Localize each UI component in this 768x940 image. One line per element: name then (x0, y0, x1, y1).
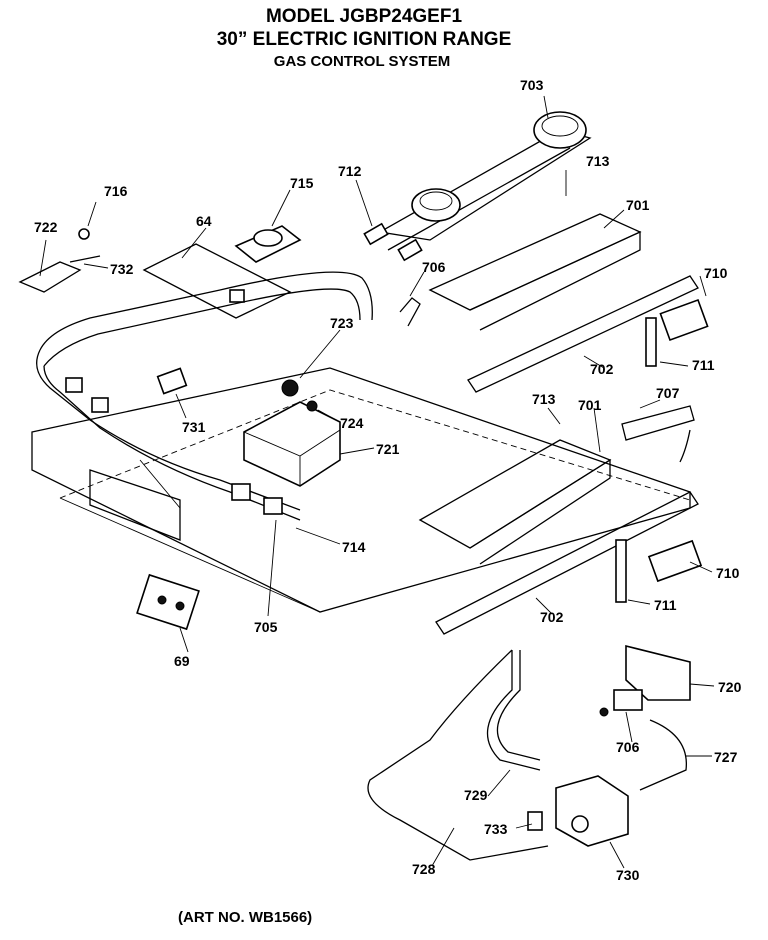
safety-valve-730 (555, 775, 629, 847)
burner-plates (418, 213, 642, 565)
callout-733: 733 (484, 821, 508, 837)
callout-731: 731 (182, 419, 206, 435)
callout-705: 705 (254, 619, 278, 635)
valve-64 (142, 243, 292, 319)
callout-labels: 703 713 716 715 712 701 722 64 732 706 7… (34, 77, 742, 883)
callout-711b: 711 (654, 597, 677, 613)
callout-714: 714 (342, 539, 366, 555)
callout-701a: 701 (626, 197, 650, 213)
switch-69 (136, 573, 200, 631)
callout-723: 723 (330, 315, 354, 331)
leader-lines (39, 95, 715, 869)
callout-710b: 710 (716, 565, 740, 581)
model-title: MODEL JGBP24GEF1 (265, 6, 463, 27)
box-721 (243, 401, 341, 487)
tube-729-728 (367, 649, 549, 861)
callout-712: 712 (338, 163, 362, 179)
electrode-707 (621, 405, 695, 463)
top-burner-assembly (363, 111, 592, 262)
callout-711a: 711 (692, 357, 715, 373)
manifold-pipe (36, 271, 373, 521)
callout-730: 730 (616, 867, 640, 883)
igniters (615, 298, 709, 603)
part-722-732 (18, 228, 101, 293)
callout-707: 707 (656, 385, 680, 401)
system-title: GAS CONTROL SYSTEM (273, 53, 451, 70)
callout-713a: 713 (586, 153, 610, 169)
tube-727 (639, 719, 687, 791)
callout-722: 722 (34, 219, 58, 235)
callout-703: 703 (520, 77, 544, 93)
callout-720: 720 (718, 679, 742, 695)
bracket-720 (625, 644, 691, 701)
callout-701b: 701 (578, 397, 602, 413)
callout-706a: 706 (422, 259, 446, 275)
valve-731 (156, 367, 188, 395)
art-number: (ART NO. WB1566) (178, 909, 313, 926)
callout-702a: 702 (590, 361, 614, 377)
callout-729: 729 (464, 787, 488, 803)
spring-723 (281, 379, 318, 412)
callout-732: 732 (110, 261, 134, 277)
callout-64: 64 (196, 213, 212, 229)
callout-728: 728 (412, 861, 436, 877)
callout-716: 716 (104, 183, 128, 199)
regulator-715 (234, 225, 302, 263)
callout-706b: 706 (616, 739, 640, 755)
callout-715: 715 (290, 175, 314, 191)
callout-710a: 710 (704, 265, 728, 281)
fitting-706-bottom (599, 689, 643, 717)
callout-721: 721 (376, 441, 400, 457)
callout-713b: 713 (532, 391, 556, 407)
callout-69: 69 (174, 653, 190, 669)
oven-burners (435, 275, 699, 635)
callout-724: 724 (340, 415, 364, 431)
callout-727: 727 (714, 749, 738, 765)
range-title: 30” ELECTRIC IGNITION RANGE (216, 29, 512, 50)
electrode-706-top (399, 297, 421, 327)
callout-702b: 702 (540, 609, 564, 625)
